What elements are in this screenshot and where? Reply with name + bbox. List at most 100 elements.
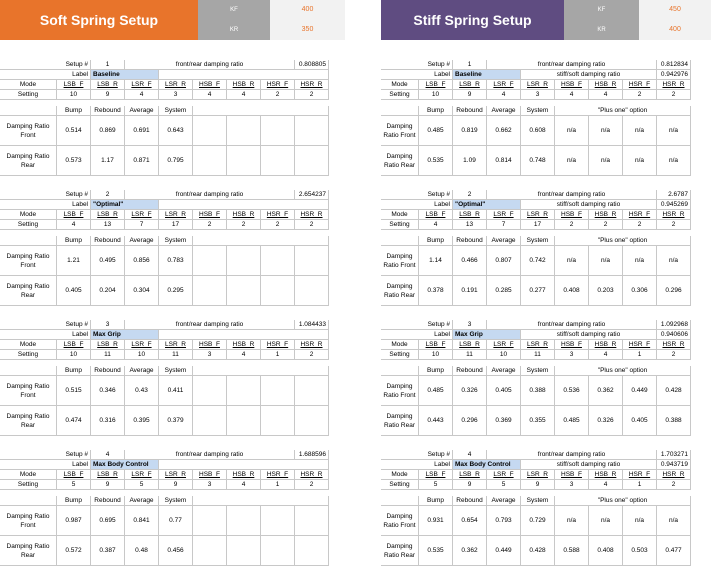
- label-row: Label"Optimal": [0, 200, 345, 210]
- empty-cell: [0, 496, 57, 506]
- mode-header: HSB_R: [589, 210, 623, 220]
- mode-header: HSB_F: [193, 210, 227, 220]
- label-caption: Label: [381, 70, 453, 80]
- mode-header: HSR_F: [261, 210, 295, 220]
- empty-cell: [227, 116, 261, 146]
- damping-front-value: 0.405: [487, 376, 521, 406]
- damping-rear-value: 0.306: [623, 276, 657, 306]
- empty-cell: [193, 106, 329, 116]
- setting-label: Setting: [381, 480, 419, 490]
- damping-front-value: 0.691: [125, 116, 159, 146]
- setup-label: Setup #: [0, 320, 91, 330]
- setting-value: 10: [57, 90, 91, 100]
- empty-cell: [227, 406, 261, 436]
- mode-header: LSB_R: [453, 470, 487, 480]
- empty-cell: [193, 276, 227, 306]
- damping-front-value: n/a: [589, 116, 623, 146]
- empty-cell: [261, 116, 295, 146]
- damping-front-value: n/a: [623, 116, 657, 146]
- setup-label: Setup #: [0, 190, 91, 200]
- empty-cell: [295, 536, 329, 566]
- damping-front-label: Damping Ratio Front: [0, 506, 57, 536]
- damping-front-value: 0.729: [521, 506, 555, 536]
- setup-name: Baseline: [91, 70, 159, 80]
- ratio2-value: 0.940606: [657, 330, 691, 340]
- ratio-value: 1.703271: [657, 450, 691, 460]
- setting-value: 2: [261, 220, 295, 230]
- soft-kr-label: KR: [229, 27, 239, 33]
- empty-cell: [295, 246, 329, 276]
- mode-header: HSR_R: [657, 340, 691, 350]
- setup-name: "Optimal": [453, 200, 521, 210]
- stiff-k-labels: KF KR: [564, 0, 639, 40]
- soft-spring-title: Soft Spring Setup: [0, 0, 198, 40]
- mode-header: HSR_R: [295, 80, 329, 90]
- setting-value: 2: [227, 220, 261, 230]
- damping-front-value: 0.856: [125, 246, 159, 276]
- label-caption: Label: [0, 200, 91, 210]
- damping-front-value: n/a: [589, 246, 623, 276]
- mode-label: Mode: [381, 80, 419, 90]
- setting-value: 4: [419, 220, 453, 230]
- empty-cell: [193, 376, 227, 406]
- damping-front-value: 0.654: [453, 506, 487, 536]
- mode-header: LSB_F: [57, 340, 91, 350]
- damping-rear-value: 0.405: [623, 406, 657, 436]
- setting-value: 9: [453, 90, 487, 100]
- mode-header: HSR_R: [657, 470, 691, 480]
- mode-header: HSR_R: [295, 470, 329, 480]
- setting-value: 3: [193, 350, 227, 360]
- damping-rear-label: Damping Ratio Rear: [0, 276, 57, 306]
- setting-value: 2: [623, 90, 657, 100]
- metric-header: Average: [487, 496, 521, 506]
- mode-header: LSR_R: [521, 210, 555, 220]
- mode-header: LSR_F: [125, 470, 159, 480]
- empty-cell: [261, 376, 295, 406]
- mode-header: LSR_R: [159, 210, 193, 220]
- mode-header: LSR_F: [125, 340, 159, 350]
- mode-header: HSB_R: [589, 80, 623, 90]
- mode-header: LSB_R: [91, 470, 125, 480]
- empty-cell: [193, 146, 227, 176]
- damping-front-value: n/a: [623, 246, 657, 276]
- metric-header: Average: [125, 106, 159, 116]
- metric-header: System: [521, 366, 555, 376]
- damping-front-value: 0.449: [623, 376, 657, 406]
- damping-front-value: 0.987: [57, 506, 91, 536]
- damping-rear-value: 0.535: [419, 536, 453, 566]
- ratio2-label: stiff/soft damping ratio: [521, 460, 657, 470]
- damping-rear-label: Damping Ratio Rear: [0, 146, 57, 176]
- damping-front-value: n/a: [555, 506, 589, 536]
- setting-value: 9: [521, 480, 555, 490]
- damping-rear-value: 1.17: [91, 146, 125, 176]
- mode-header: LSB_F: [57, 80, 91, 90]
- metric-header: Average: [125, 236, 159, 246]
- metric-header: Bump: [57, 496, 91, 506]
- ratio2-value: 0.945269: [657, 200, 691, 210]
- damping-front-value: 0.643: [159, 116, 193, 146]
- damping-rear-value: 0.573: [57, 146, 91, 176]
- setup-label: Setup #: [381, 450, 453, 460]
- damping-front-value: 0.362: [589, 376, 623, 406]
- damping-rear-value: 0.474: [57, 406, 91, 436]
- damping-front-value: 0.77: [159, 506, 193, 536]
- mode-header: HSB_R: [589, 470, 623, 480]
- damping-front-value: 0.326: [453, 376, 487, 406]
- metric-header: Rebound: [453, 236, 487, 246]
- empty-cell: [261, 506, 295, 536]
- label-caption: Label: [381, 460, 453, 470]
- damping-rear-value: n/a: [657, 146, 691, 176]
- damping-rear-value: 0.295: [159, 276, 193, 306]
- empty-cell: [193, 506, 227, 536]
